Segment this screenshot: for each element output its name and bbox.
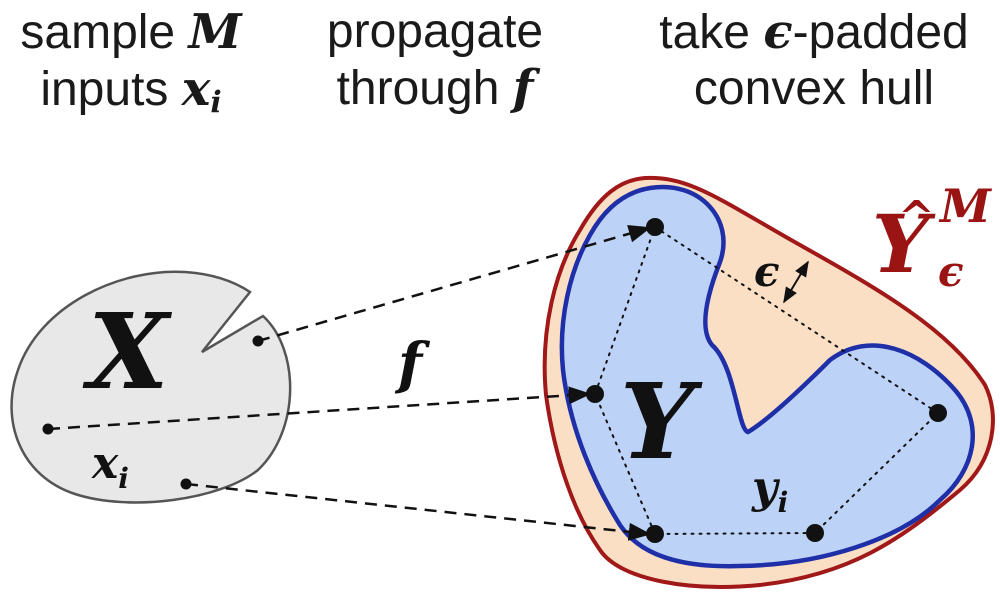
padded-hull-label: Y	[872, 197, 936, 291]
caption-line: through f	[300, 60, 570, 117]
caption-math: f	[512, 60, 534, 116]
padded-hull-superscript: M	[938, 179, 993, 233]
caption-math: xi	[181, 61, 222, 121]
padded-hull-subscript: ϵ	[938, 247, 964, 296]
caption-text: inputs	[40, 63, 169, 116]
caption-text: sample	[20, 6, 176, 59]
input-point-sub: i	[118, 462, 129, 495]
caption-math: ϵ	[763, 4, 793, 60]
output-sample-point	[586, 385, 604, 403]
output-sample-point	[806, 524, 824, 542]
caption-text: take	[659, 6, 750, 59]
output-point-base: y	[751, 462, 781, 513]
input-point-base: x	[91, 438, 119, 489]
padded-hull-hat: ^	[898, 192, 935, 243]
input-point-label: xi	[91, 438, 129, 495]
input-sample-point	[252, 335, 264, 347]
caption-math: M	[188, 4, 242, 60]
output-set-label: Y	[620, 360, 703, 483]
caption-line: inputs xi	[0, 61, 262, 131]
propagation-arrow	[257, 224, 652, 343]
output-point-sub: i	[778, 486, 789, 519]
epsilon-width-arrow	[783, 260, 809, 304]
propagation-arrow	[185, 482, 652, 541]
caption-convex-hull: take ϵ-padded convex hull	[628, 4, 1000, 117]
caption-line: propagate	[326, 5, 544, 58]
caption-line: convex hull	[693, 62, 935, 115]
caption-text: through	[336, 62, 500, 115]
caption-line: sample M	[0, 4, 262, 61]
mapping-label: f	[394, 331, 431, 397]
propagation-arrow	[47, 386, 592, 431]
output-sample-point	[646, 525, 664, 543]
caption-sample-inputs: sample M inputs xi	[0, 4, 262, 131]
output-sample-point	[929, 404, 947, 422]
output-point-label: yi	[751, 462, 788, 519]
caption-math-base: x	[181, 61, 211, 117]
input-sample-point	[180, 478, 192, 490]
caption-math-sub: i	[210, 85, 222, 121]
input-set-shape	[10, 270, 292, 504]
caption-line: take ϵ-padded	[628, 4, 1000, 61]
input-set-label: X	[82, 290, 173, 413]
input-sample-point	[42, 423, 54, 435]
epsilon-label: ϵ	[754, 247, 780, 296]
caption-propagate: propagate through f	[300, 4, 570, 117]
output-sample-point	[646, 218, 664, 236]
caption-text: -padded	[792, 6, 969, 59]
sample-hull-dotted	[593, 226, 940, 536]
output-set-shape	[559, 184, 975, 569]
